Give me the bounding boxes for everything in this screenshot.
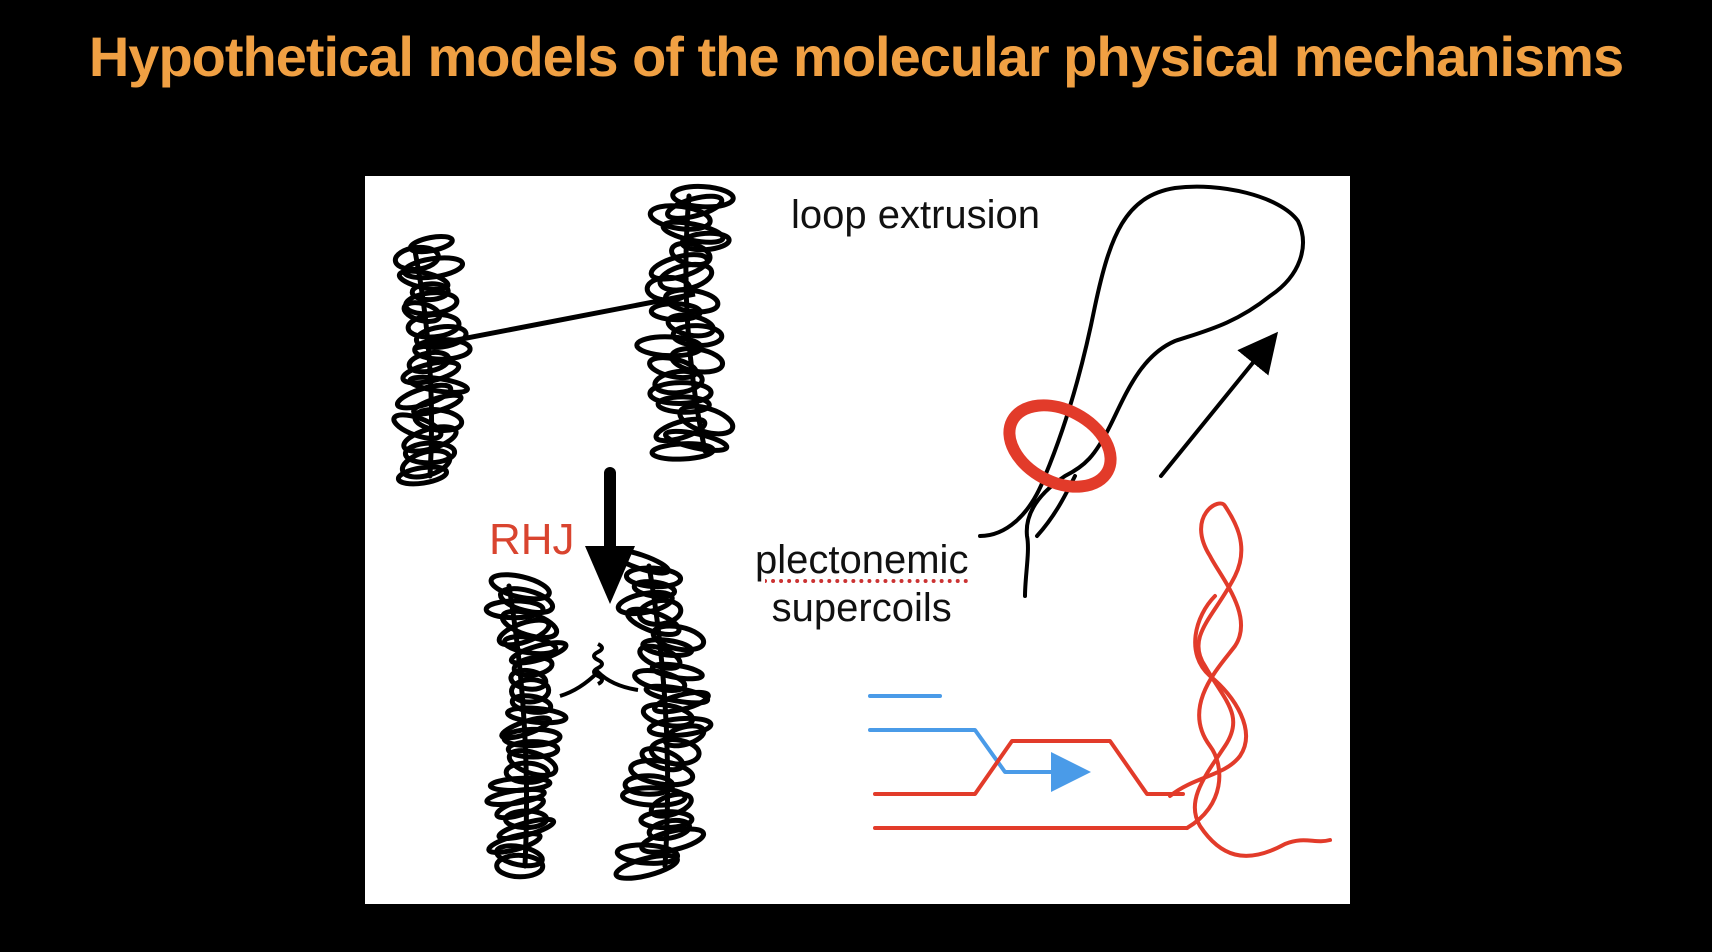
chromosome-bottom-right bbox=[609, 547, 714, 881]
loop-extrusion-label: loop extrusion bbox=[791, 193, 1041, 237]
slide-title: Hypothetical models of the molecular phy… bbox=[88, 25, 1624, 88]
loop-extrusion-sketch bbox=[978, 184, 1305, 598]
cohesin-ring bbox=[1003, 399, 1117, 493]
plectonemic-supercoils-label: plectonemic supercoils bbox=[755, 536, 968, 632]
plectonemic-label-line1: plectonemic bbox=[755, 538, 969, 582]
extrusion-arrow-icon bbox=[1159, 331, 1279, 478]
chromosome-top-left bbox=[391, 233, 473, 487]
connecting-strand bbox=[414, 291, 696, 351]
plectonemic-label-line2: supercoils bbox=[771, 586, 952, 630]
plectoneme-sketch bbox=[868, 501, 1332, 858]
chromosome-top-right bbox=[634, 183, 736, 462]
down-arrow-icon bbox=[585, 467, 635, 604]
rhj-label: RHJ bbox=[489, 515, 575, 564]
chromosome-bottom-left bbox=[483, 572, 569, 880]
figure-canvas bbox=[391, 183, 1332, 881]
figure-panel: loop extrusion plectonemic supercoils RH… bbox=[365, 176, 1350, 904]
junction-coil bbox=[559, 642, 639, 698]
